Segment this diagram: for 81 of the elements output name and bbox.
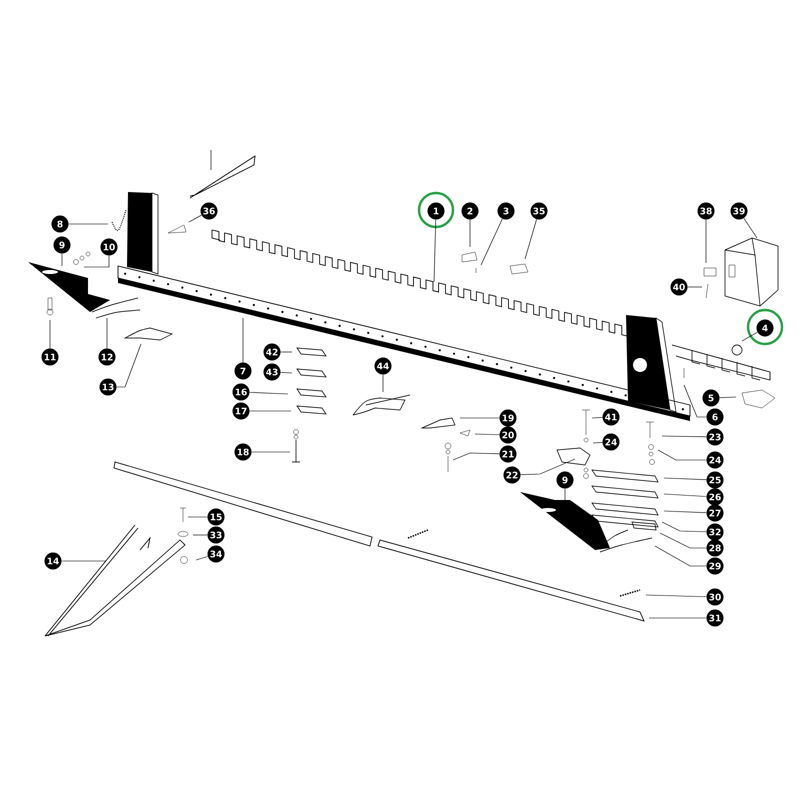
leader-line (474, 434, 500, 436)
leader-line (188, 214, 202, 222)
callout-number: 29 (706, 558, 724, 574)
leader-line (564, 488, 566, 500)
callout-number: 41 (602, 408, 620, 426)
leader-line (242, 318, 244, 363)
callout-number: 31 (706, 610, 724, 626)
leader-line (280, 372, 292, 374)
leader-line (84, 255, 110, 268)
callout-number: 4 (756, 320, 774, 336)
callout-number: 27 (706, 504, 724, 522)
callout-number: 13 (100, 378, 116, 396)
callout-number: 23 (706, 428, 724, 446)
leader-line (249, 410, 292, 412)
callout-number: 9 (556, 472, 574, 488)
callout-number: 22 (504, 466, 520, 484)
leader-line (662, 522, 707, 532)
callout-number: 3 (498, 202, 514, 220)
callout-number: 28 (706, 540, 724, 556)
callout-number: 1 (428, 202, 444, 220)
callout-number: 38 (698, 202, 714, 220)
leader-line (434, 219, 436, 282)
leader-line (654, 546, 707, 566)
leader-line (61, 560, 106, 562)
callout-number: 20 (500, 426, 516, 444)
leader-line (687, 286, 702, 288)
callout-number: 5 (702, 390, 720, 406)
callout-number: 24 (602, 434, 620, 450)
leader-line (382, 374, 384, 392)
callout-number: 11 (42, 348, 58, 366)
callout-number: 30 (706, 588, 724, 606)
leader-line (646, 594, 707, 598)
leader-line (744, 218, 758, 238)
leader-line (188, 516, 208, 518)
callout-number: 12 (98, 348, 116, 366)
callout-number: 40 (670, 278, 688, 296)
leader-line (742, 332, 758, 342)
leader-line (658, 450, 707, 460)
leader-line (249, 392, 288, 394)
callout-number: 15 (208, 508, 224, 526)
callout-number: 2 (462, 202, 478, 220)
leader-line (196, 556, 208, 560)
leader-line (106, 318, 108, 349)
callout-number: 10 (100, 238, 118, 256)
leader-line (664, 478, 707, 480)
leader-line (592, 417, 603, 418)
callout-number: 9 (54, 236, 70, 254)
callout-number: 42 (264, 344, 280, 360)
callout-number: 43 (264, 364, 280, 380)
callout-number: 8 (52, 216, 68, 232)
callout-number: 36 (200, 202, 218, 220)
leader-line (660, 532, 707, 548)
callout-number: 24 (706, 452, 724, 468)
leader-line (684, 384, 707, 418)
callout-number: 26 (706, 488, 724, 506)
leader-line (592, 442, 603, 444)
leader-line (524, 219, 537, 260)
callout-number: 16 (232, 384, 250, 400)
callout-number: 34 (208, 546, 224, 562)
leader-line (192, 534, 208, 536)
callout-number: 18 (234, 444, 252, 460)
leader-line (452, 452, 500, 460)
callout-number: 32 (706, 524, 724, 540)
callout-number: 44 (374, 358, 392, 374)
callout-number: 6 (706, 408, 724, 426)
leader-line (116, 344, 142, 388)
callout-number: 17 (232, 402, 250, 420)
leader-line (664, 510, 707, 513)
callout-number: 35 (530, 202, 548, 220)
leader-line (480, 218, 503, 266)
callout-number: 19 (500, 410, 516, 426)
callout-number: 33 (208, 526, 224, 544)
callout-number: 7 (234, 362, 252, 380)
leader-line (520, 458, 576, 475)
leader-line (664, 494, 707, 497)
callout-number: 39 (730, 202, 748, 220)
callout-number: 14 (44, 552, 62, 570)
callout-number: 21 (500, 446, 516, 462)
leader-line (719, 396, 736, 398)
leader-line (662, 436, 707, 438)
callout-number: 25 (706, 472, 724, 488)
